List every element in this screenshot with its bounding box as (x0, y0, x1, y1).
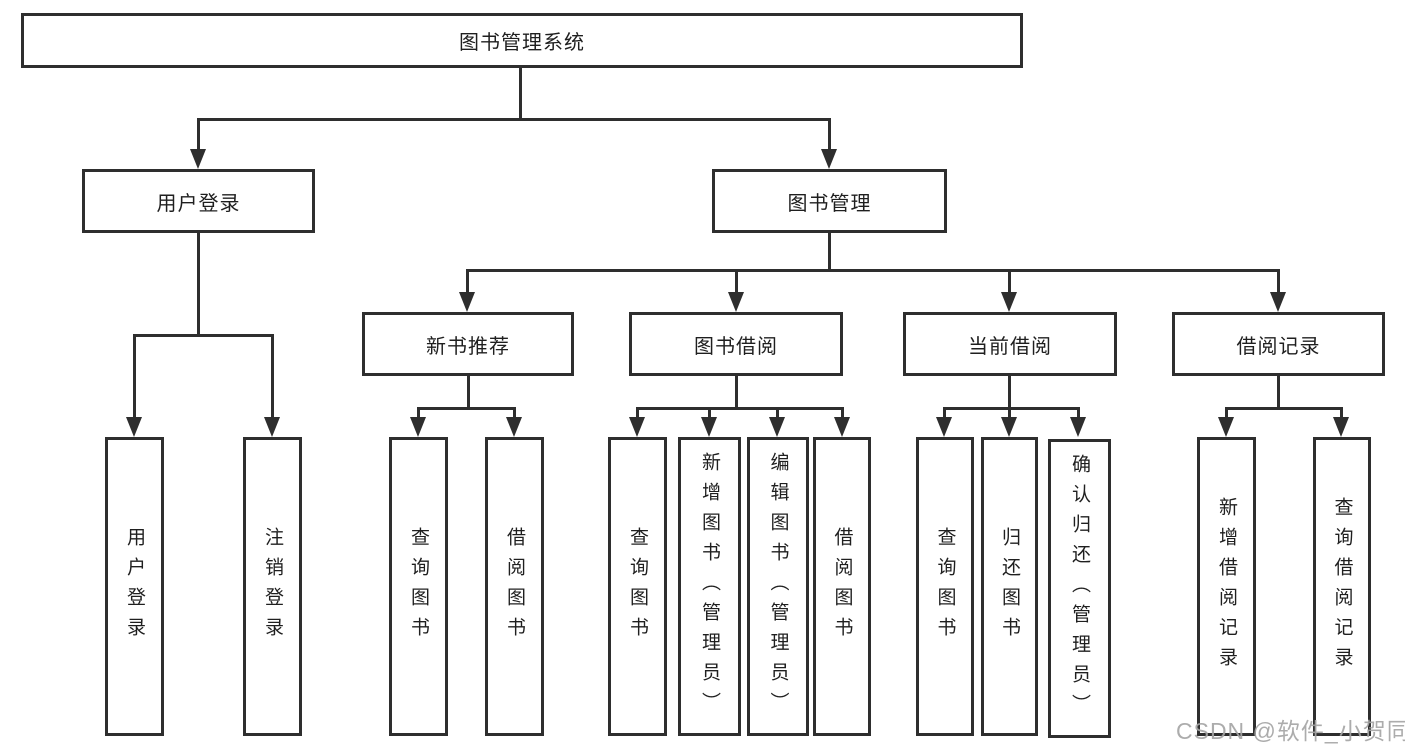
arrow-down-icon (821, 149, 837, 169)
arrow-down-icon (834, 417, 850, 437)
node-book-management: 图书管理 (712, 169, 947, 233)
leaf-label: 归还图书 (999, 526, 1020, 647)
connector-line (417, 407, 420, 419)
leaf-return-books: 归还图书 (981, 437, 1038, 736)
arrow-down-icon (1001, 292, 1017, 312)
arrow-down-icon (769, 417, 785, 437)
arrow-down-icon (459, 292, 475, 312)
arrow-down-icon (410, 417, 426, 437)
leaf-label: 借阅图书 (831, 526, 853, 647)
leaf-label: 编辑图书（管理员） (767, 451, 789, 722)
arrow-down-icon (1333, 417, 1349, 437)
node-current-borrowing: 当前借阅 (903, 312, 1117, 376)
connector-line (197, 118, 831, 121)
node-library-management-system: 图书管理系统 (21, 13, 1023, 68)
leaf-logout: 注销登录 (243, 437, 302, 736)
connector-line (636, 407, 844, 410)
node-book-borrowing: 图书借阅 (629, 312, 843, 376)
leaf-label: 新增借阅记录 (1216, 496, 1237, 677)
leaf-add-books-admin: 新增图书（管理员） (678, 437, 741, 736)
leaf-confirm-return-admin: 确认归还（管理员） (1048, 439, 1111, 738)
leaf-borrow-books: 借阅图书 (485, 437, 544, 736)
connector-line (1008, 407, 1011, 419)
arrow-down-icon (629, 417, 645, 437)
leaf-edit-books-admin: 编辑图书（管理员） (747, 437, 809, 736)
leaf-add-borrow-record: 新增借阅记录 (1197, 437, 1256, 736)
connector-line (271, 334, 274, 419)
leaf-query-books: 查询图书 (916, 437, 974, 736)
leaf-label: 借阅图书 (504, 526, 525, 647)
connector-line (735, 269, 738, 294)
node-user-login: 用户登录 (82, 169, 315, 233)
arrow-down-icon (1218, 417, 1234, 437)
leaf-query-books: 查询图书 (389, 437, 448, 736)
leaf-user-login: 用户登录 (105, 437, 164, 736)
connector-line (1277, 269, 1280, 294)
leaf-label: 注销登录 (262, 526, 283, 647)
connector-line (519, 68, 522, 119)
connector-line (841, 407, 844, 419)
connector-line (513, 407, 516, 419)
leaf-label: 用户登录 (124, 526, 145, 647)
connector-line (943, 407, 1080, 410)
arrow-down-icon (264, 417, 280, 437)
connector-line (1077, 407, 1080, 419)
arrow-down-icon (701, 417, 717, 437)
connector-line (776, 407, 779, 419)
connector-line (1008, 376, 1011, 410)
arrow-down-icon (1001, 417, 1017, 437)
arrow-down-icon (506, 417, 522, 437)
leaf-query-books: 查询图书 (608, 437, 667, 736)
arrow-down-icon (190, 149, 206, 169)
connector-line (133, 334, 274, 337)
leaf-borrow-books: 借阅图书 (813, 437, 871, 736)
connector-line (197, 233, 200, 337)
connector-line (1277, 376, 1280, 410)
connector-line (735, 376, 738, 410)
leaf-label: 新增图书（管理员） (699, 451, 720, 722)
connector-line (708, 407, 711, 419)
arrow-down-icon (728, 292, 744, 312)
connector-line (467, 376, 470, 410)
leaf-label: 查询图书 (627, 526, 648, 647)
connector-line (1008, 269, 1011, 294)
arrow-down-icon (936, 417, 952, 437)
leaf-query-borrow-record: 查询借阅记录 (1313, 437, 1371, 736)
arrow-down-icon (1270, 292, 1286, 312)
connector-line (943, 407, 946, 419)
arrow-down-icon (1070, 417, 1086, 437)
connector-line (828, 233, 831, 272)
connector-line (1340, 407, 1343, 419)
leaf-label: 查询借阅记录 (1331, 496, 1353, 677)
connector-line (828, 118, 831, 151)
leaf-label: 确认归还（管理员） (1069, 453, 1090, 724)
connector-line (1225, 407, 1343, 410)
connector-line (1225, 407, 1228, 419)
leaf-label: 查询图书 (408, 526, 429, 647)
connector-line (466, 269, 1280, 272)
connector-line (466, 269, 469, 294)
connector-line (417, 407, 516, 410)
node-new-book-recommendation: 新书推荐 (362, 312, 574, 376)
connector-line (133, 334, 136, 419)
connector-line (197, 118, 200, 151)
node-borrowing-records: 借阅记录 (1172, 312, 1385, 376)
csdn-watermark: CSDN @软件_小贺同学 (1176, 718, 1405, 744)
arrow-down-icon (126, 417, 142, 437)
leaf-label: 查询图书 (934, 526, 956, 647)
connector-line (636, 407, 639, 419)
